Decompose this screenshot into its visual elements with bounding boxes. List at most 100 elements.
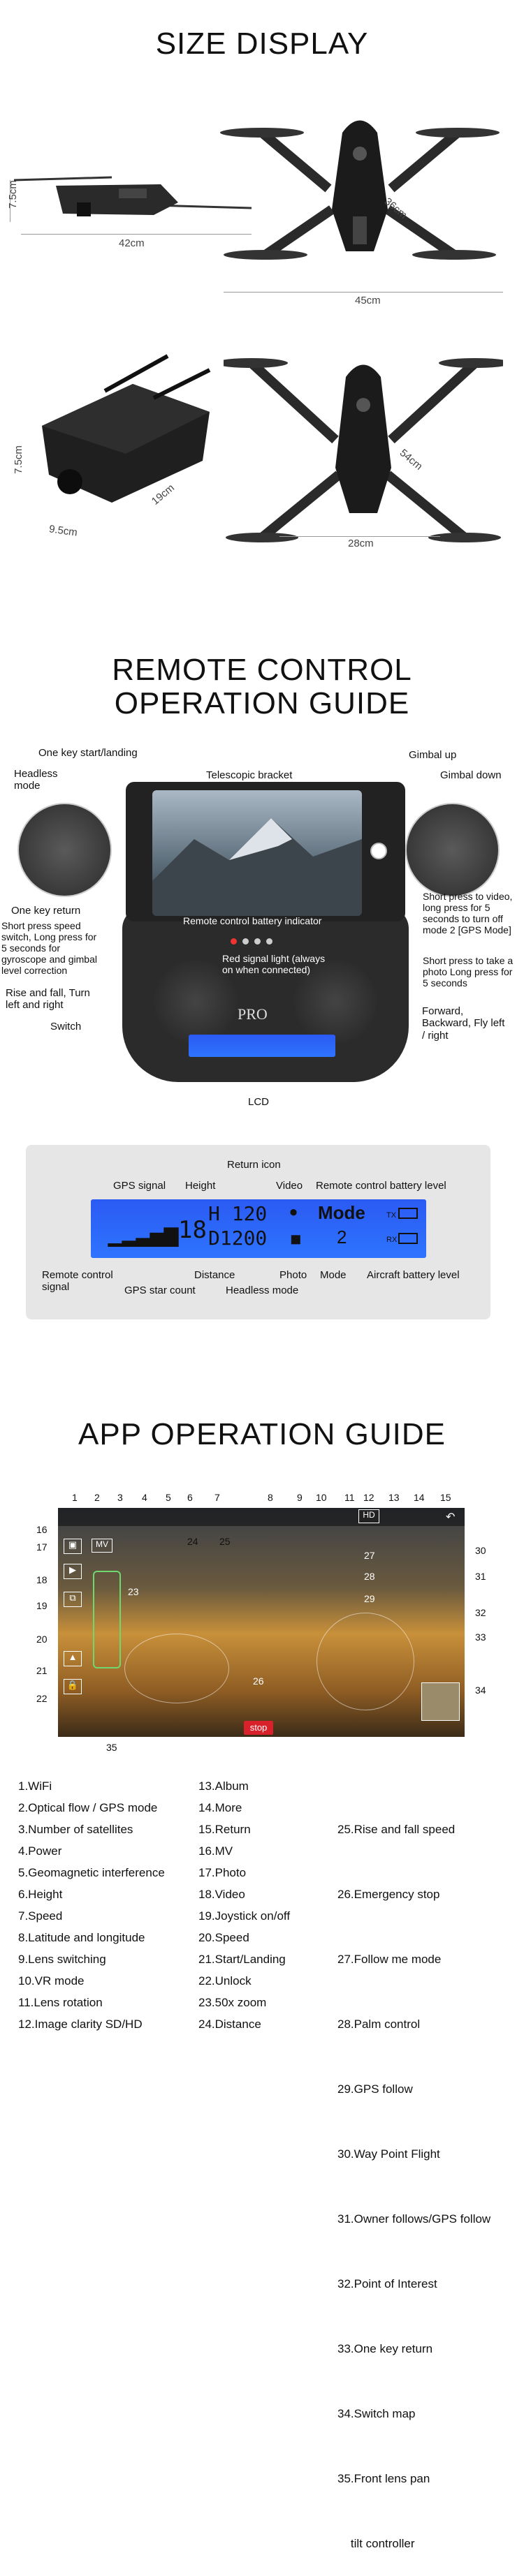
legend-item: 3.Number of satellites	[18, 1823, 133, 1836]
lcd-label-height: Height	[185, 1180, 216, 1192]
legend-item: 28.Palm control	[337, 2018, 421, 2031]
legend-item: 8.Latitude and longitude	[18, 1931, 145, 1944]
lcd-label-rc-battery: Remote control battery level	[316, 1180, 446, 1192]
lcd-label-distance: Distance	[194, 1269, 235, 1281]
label-switch: Switch	[50, 1021, 82, 1032]
legend-item: 2.Optical flow / GPS mode	[18, 1801, 158, 1814]
app-num-13: 13	[388, 1492, 400, 1503]
legend-item: 34.Switch map	[337, 2407, 416, 2420]
lcd-tx: TX	[386, 1211, 397, 1220]
app-screen: stop MV HD ▣ ▶ ⧉ ▲ 🔒 ↶	[58, 1508, 465, 1737]
remote-title-line2: OPERATION GUIDE	[114, 686, 410, 720]
legend-item: 21.Start/Landing	[198, 1953, 286, 1966]
app-joystick-toggle-icon[interactable]: ⧉	[64, 1592, 82, 1607]
left-joystick[interactable]	[154, 960, 238, 1044]
label-one-key-return: One key return	[11, 905, 81, 917]
lcd-sat-count: 18	[178, 1216, 207, 1244]
legend-item: 7.Speed	[18, 1909, 63, 1923]
app-start-landing-icon[interactable]: ▲	[64, 1651, 82, 1666]
label-video-press: Short press to video, long press for 5 s…	[423, 891, 513, 936]
label-battery-indicator: Remote control battery indicator	[183, 915, 322, 926]
app-num-27: 27	[364, 1550, 375, 1561]
legend-item: 30.Way Point Flight	[337, 2147, 440, 2161]
legend-col-3: 25.Rise and fall speed 26.Emergency stop…	[337, 1775, 521, 2576]
app-num-22: 22	[36, 1693, 48, 1704]
app-stop-button[interactable]: stop	[244, 1721, 273, 1735]
app-num-34: 34	[475, 1685, 486, 1696]
drone-top-image-1	[220, 120, 500, 260]
app-num-20: 20	[36, 1634, 48, 1645]
app-num-28: 28	[364, 1571, 375, 1582]
lcd-label-rc-signal: Remote control signal	[42, 1269, 113, 1294]
legend-item: 35.Front lens pan	[337, 2472, 430, 2485]
phone-home-button[interactable]	[370, 843, 387, 859]
size-display-title: SIZE DISPLAY	[155, 27, 369, 61]
legend-item: 11.Lens rotation	[18, 1996, 103, 2009]
label-telescopic: Telescopic bracket	[206, 769, 293, 781]
app-num-31: 31	[475, 1571, 486, 1582]
app-mv-button[interactable]: MV	[92, 1539, 112, 1553]
app-left-stick-area[interactable]	[124, 1634, 229, 1703]
lcd-label-aircraft-battery: Aircraft battery level	[367, 1269, 460, 1281]
dim-width-28: 28cm	[348, 538, 374, 549]
remote-brand: PRO	[238, 1005, 268, 1023]
legend-item: 29.GPS follow	[337, 2082, 413, 2096]
app-map-thumb[interactable]	[421, 1682, 460, 1721]
app-zoom-bar[interactable]	[93, 1571, 121, 1668]
app-num-32: 32	[475, 1607, 486, 1618]
lcd-tx-battery-icon	[398, 1208, 418, 1219]
app-num-16: 16	[36, 1524, 48, 1535]
legend-item: 26.Emergency stop	[337, 1888, 440, 1901]
legend-item: 20.Speed	[198, 1931, 249, 1944]
app-num-1: 1	[72, 1492, 78, 1503]
label-headless: Headless mode	[14, 768, 58, 792]
app-unlock-icon[interactable]: 🔒	[64, 1679, 82, 1694]
app-hd-button[interactable]: HD	[358, 1509, 379, 1523]
legend-item: 22.Unlock	[198, 1974, 252, 1987]
legend-item: 32.Point of Interest	[337, 2277, 437, 2290]
right-joystick[interactable]	[293, 960, 377, 1044]
app-video-icon[interactable]: ▶	[64, 1564, 82, 1579]
legend-item: 6.Height	[18, 1888, 63, 1901]
app-num-14: 14	[414, 1492, 425, 1503]
lcd-mode-value: 2	[337, 1227, 347, 1248]
lcd-photo-icon: ◼	[290, 1231, 302, 1247]
legend-item: 5.Geomagnetic interference	[18, 1866, 165, 1879]
legend-item: 15.Return	[198, 1823, 251, 1836]
legend-item: 24.Distance	[198, 2018, 261, 2031]
app-photo-icon[interactable]: ▣	[64, 1539, 82, 1554]
legend-col-2: 13.Album 14.More 15.Return 16.MV 17.Phot…	[198, 1775, 338, 2035]
lcd-height: H 120	[208, 1202, 268, 1225]
label-forward: Forward, Backward, Fly left / right	[422, 1005, 505, 1042]
app-num-35: 35	[106, 1742, 117, 1753]
legend-item: 33.One key return	[337, 2342, 433, 2355]
app-num-19: 19	[36, 1600, 48, 1611]
label-speed-switch: Short press speed switch, Long press for…	[1, 920, 97, 977]
app-num-25: 25	[219, 1536, 231, 1547]
legend-item: 17.Photo	[198, 1866, 247, 1879]
legend-item: tilt controller	[337, 2537, 415, 2550]
battery-indicator-leds	[231, 935, 286, 945]
label-gimbal-down: Gimbal down	[440, 769, 502, 781]
app-num-23: 23	[128, 1586, 139, 1597]
drone-side-image	[14, 176, 252, 216]
app-return-icon[interactable]: ↶	[446, 1511, 456, 1523]
app-num-18: 18	[36, 1574, 48, 1585]
label-gimbal-up: Gimbal up	[409, 749, 457, 761]
dim-height-1: 7.5cm	[6, 180, 19, 209]
label-one-key-start: One key start/landing	[38, 747, 138, 759]
legend-item: 16.MV	[198, 1844, 233, 1858]
lcd-video-icon: ⏺	[290, 1205, 297, 1220]
lcd-label-video: Video	[276, 1180, 303, 1192]
legend-item: 4.Power	[18, 1844, 62, 1858]
app-num-11: 11	[344, 1492, 355, 1503]
legend-item: 12.Image clarity SD/HD	[18, 2018, 143, 2031]
app-right-stick-area[interactable]	[316, 1613, 414, 1710]
app-num-21: 21	[36, 1665, 48, 1676]
drone-folded-image	[42, 354, 211, 503]
gimbal-button-zoom	[405, 803, 500, 897]
app-num-12: 12	[363, 1492, 374, 1503]
headless-button-zoom	[17, 803, 112, 897]
remote-title-line1: REMOTE CONTROL	[112, 653, 412, 687]
legend-item: 9.Lens switching	[18, 1953, 106, 1966]
